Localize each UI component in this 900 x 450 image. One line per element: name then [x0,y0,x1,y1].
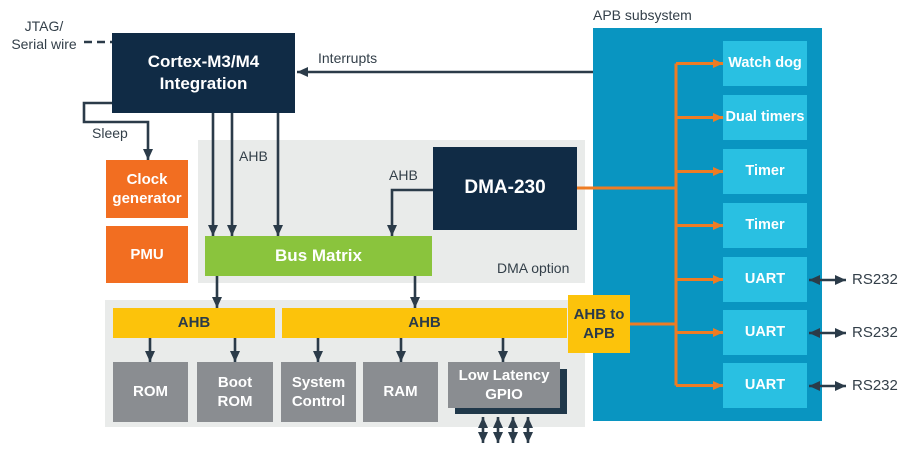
ahb-bus-left: AHB [113,308,275,338]
ahb-bus-right: AHB [282,308,567,338]
ahb-right-slave-arrows [313,338,508,362]
dual-timers-box: Dual timers [723,95,807,140]
ahb-label-cpu: AHB [239,148,268,164]
sleep-label: Sleep [92,125,128,141]
uart2-box: UART [723,310,807,355]
apb-subsystem-label: APB subsystem [593,7,692,23]
ahb-to-apb-bridge: AHB to APB [568,295,630,353]
rs232-label-2: RS232 [852,324,898,341]
dma-option-label: DMA option [497,260,570,276]
dma-230-box: DMA-230 [433,147,577,230]
cpu-ahb-arrows [208,113,283,236]
sleep-arrow [82,101,153,160]
rom-box: ROM [113,362,188,422]
cortex-box: Cortex-M3/M4 Integration [112,33,295,113]
bus-matrix-box: Bus Matrix [205,236,432,276]
rs232-arrows [809,275,846,391]
dma-ahb-arrow [387,188,433,236]
system-control-box: System Control [281,362,356,422]
apb-orange-bus [577,59,723,390]
timer2-box: Timer [723,203,807,248]
clock-generator-box: Clock generator [106,160,188,218]
gpio-io-arrows [478,417,533,443]
watchdog-box: Watch dog [723,41,807,86]
ahb-label-dma: AHB [389,167,418,183]
jtag-label: JTAG/ Serial wire [11,18,77,52]
uart1-box: UART [723,257,807,302]
bus-matrix-output-arrows [212,276,420,308]
ram-box: RAM [363,362,438,422]
rs232-label-1: RS232 [852,271,898,288]
low-latency-gpio-box: Low Latency GPIO [448,362,560,408]
uart3-box: UART [723,363,807,408]
pmu-box: PMU [106,226,188,283]
ahb-left-slave-arrows [145,338,240,362]
interrupts-label: Interrupts [318,50,378,66]
rs232-label-3: RS232 [852,377,898,394]
timer1-box: Timer [723,149,807,194]
boot-rom-box: Boot ROM [197,362,273,422]
